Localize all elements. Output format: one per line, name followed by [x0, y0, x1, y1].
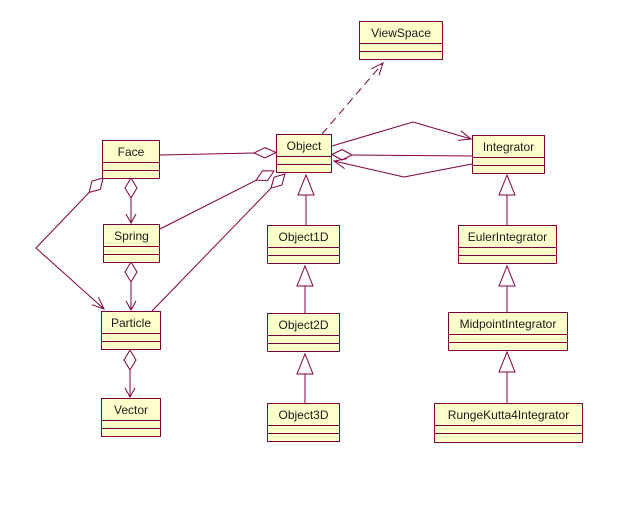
attributes-compartment — [102, 333, 160, 341]
attributes-compartment — [104, 246, 159, 254]
operations-compartment — [268, 343, 339, 351]
class-name: Vector — [113, 402, 149, 417]
generalization-object3d-object2d[interactable] — [296, 352, 314, 403]
class-name: ViewSpace — [371, 25, 431, 40]
class-name: MidpointIntegrator — [459, 316, 557, 331]
class-name: Object1D — [278, 229, 329, 244]
class-name: Spring — [114, 228, 149, 243]
operations-compartment — [277, 164, 331, 172]
attributes-compartment — [435, 425, 582, 433]
attributes-compartment — [360, 43, 442, 51]
attributes-compartment — [103, 162, 159, 170]
dependency-object-viewspace[interactable] — [321, 62, 384, 135]
operations-compartment — [360, 51, 442, 59]
operations-compartment — [103, 170, 159, 178]
aggregation-face-spring[interactable] — [124, 177, 138, 225]
attributes-compartment — [449, 334, 567, 342]
attributes-compartment — [268, 247, 339, 255]
aggregation-object-integrator[interactable] — [330, 148, 473, 161]
operations-compartment — [435, 433, 582, 441]
class-name: Object2D — [278, 317, 329, 332]
operations-compartment — [102, 341, 160, 349]
aggregation-face-particle[interactable] — [35, 177, 105, 310]
class-box-particle[interactable]: Particle — [101, 311, 161, 350]
generalization-object1d-object[interactable] — [297, 173, 315, 225]
class-box-integrator[interactable]: Integrator — [472, 135, 545, 174]
class-box-viewspace[interactable]: ViewSpace — [359, 21, 443, 60]
class-box-face[interactable]: Face — [102, 140, 160, 179]
generalization-eulerintegrator-integrator[interactable] — [498, 173, 516, 225]
class-box-object2d[interactable]: Object2D — [267, 313, 340, 352]
generalization-midpointintegrator-eulerintegrator[interactable] — [498, 264, 516, 312]
attributes-compartment — [268, 425, 339, 433]
generalization-rungekutta4integrator-midpointintegrator[interactable] — [498, 350, 516, 403]
class-name: Object3D — [278, 407, 329, 422]
class-name: Particle — [110, 315, 151, 330]
class-box-eulerintegrator[interactable]: EulerIntegrator — [458, 225, 557, 264]
operations-compartment — [102, 428, 160, 436]
operations-compartment — [268, 255, 339, 263]
class-box-object3d[interactable]: Object3D — [267, 403, 340, 442]
class-box-spring[interactable]: Spring — [103, 224, 160, 263]
attributes-compartment — [473, 157, 544, 165]
operations-compartment — [473, 165, 544, 173]
aggregation-object-spring[interactable] — [159, 170, 275, 230]
class-name: Integrator — [482, 139, 535, 154]
attributes-compartment — [277, 156, 331, 164]
generalization-object2d-object1d[interactable] — [296, 264, 314, 313]
operations-compartment — [104, 254, 159, 262]
class-box-rungekutta4integrator[interactable]: RungeKutta4Integrator — [434, 403, 583, 443]
operations-compartment — [268, 433, 339, 441]
class-box-object1d[interactable]: Object1D — [267, 225, 340, 264]
aggregation-particle-vector[interactable] — [123, 349, 137, 399]
class-name: EulerIntegrator — [467, 229, 548, 244]
class-name: Object — [286, 138, 322, 153]
association-object-integrator[interactable] — [331, 121, 473, 147]
aggregation-spring-particle[interactable] — [124, 261, 138, 312]
aggregation-object-face[interactable] — [159, 146, 278, 159]
aggregation-object-particle[interactable] — [151, 173, 286, 312]
class-box-object[interactable]: Object — [276, 134, 332, 173]
association-integrator-object[interactable] — [332, 158, 473, 178]
operations-compartment — [449, 342, 567, 350]
class-box-vector[interactable]: Vector — [101, 398, 161, 437]
operations-compartment — [459, 255, 556, 263]
class-box-midpointintegrator[interactable]: MidpointIntegrator — [448, 312, 568, 351]
class-name: Face — [117, 144, 145, 159]
attributes-compartment — [268, 335, 339, 343]
attributes-compartment — [102, 420, 160, 428]
class-name: RungeKutta4Integrator — [447, 407, 570, 422]
attributes-compartment — [459, 247, 556, 255]
